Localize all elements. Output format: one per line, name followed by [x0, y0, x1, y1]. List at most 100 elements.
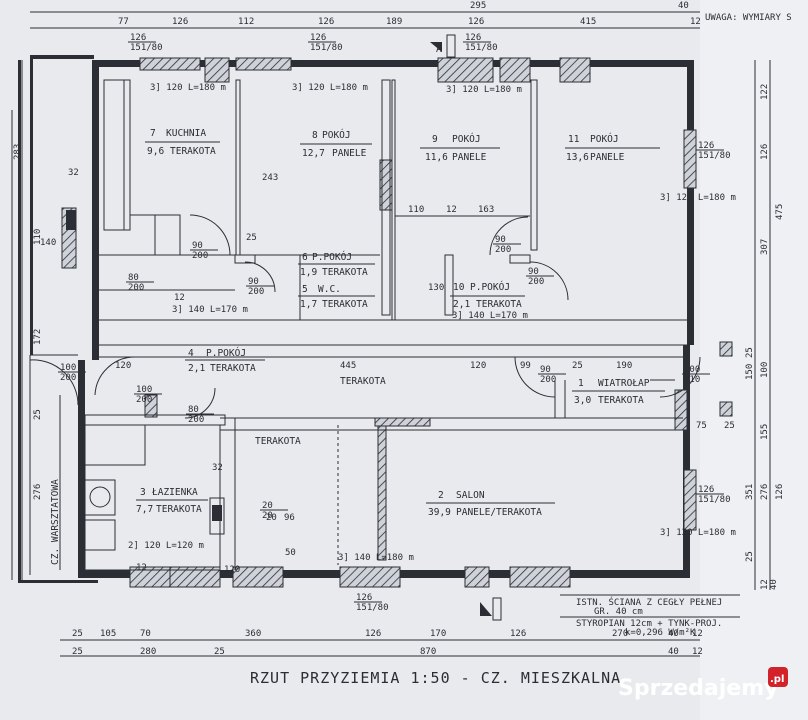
dim-top-1: 126: [172, 17, 188, 27]
room-11-finish: PANELE: [590, 152, 625, 163]
room-10-finish: TERAKOTA: [476, 299, 522, 310]
windows: [61, 57, 733, 588]
side-label-workshop: CZ. WARSZTATOWA: [50, 479, 61, 565]
door-label-10-1: 20: [262, 511, 273, 521]
door-swings: [29, 214, 701, 419]
door-label-0-0: 90: [192, 241, 203, 251]
dim-bottom1-7: 270: [612, 629, 628, 639]
door-label-9-0: 100: [684, 365, 700, 375]
dim-top-9: 12: [690, 17, 701, 27]
note-top-right: UWAGA: WYMIARY S: [705, 13, 792, 23]
window-label-4-1: 151/80: [698, 495, 731, 505]
door-label-6-0: 100: [136, 385, 152, 395]
door-label-5-1: 200: [60, 373, 76, 383]
door-label-6-1: 200: [136, 395, 152, 405]
window-label-5-0: 126: [356, 593, 372, 603]
dim-bottom2-0: 25: [72, 647, 83, 657]
dim-left-0: 283: [13, 144, 23, 160]
door-label-1-1: 200: [128, 283, 144, 293]
lintel-2: 3] 120 L=180 m: [446, 85, 522, 95]
room-1-finish: TERAKOTA: [598, 395, 644, 406]
lintel-3: 3] 140 L=170 m: [172, 305, 248, 315]
inner-dim-10: 190: [616, 361, 632, 371]
legend-thickness: GR. 40 cm: [594, 607, 643, 617]
inner-dim-11: 20: [266, 513, 277, 523]
dim-top-7: 415: [580, 17, 596, 27]
dim-bottom1-8: 40: [668, 629, 679, 639]
dim-bottom1-2: 70: [140, 629, 151, 639]
room-9-number: 9: [432, 134, 438, 145]
dim-right-13: 40: [769, 579, 779, 590]
room-10-area: 2,1: [453, 299, 470, 310]
svg-text:7: 7: [150, 128, 156, 139]
door-label-5-0: 100: [60, 363, 76, 373]
room-11-name: POKÓJ: [590, 133, 619, 145]
room-9-name: POKÓJ: [452, 133, 481, 145]
window-label-2-0: 126: [465, 33, 481, 43]
inner-dim-3: 243: [262, 173, 278, 183]
dim-right-6: 100: [760, 362, 770, 378]
door-label-4-1: 200: [528, 277, 544, 287]
room-10-number: 10: [453, 282, 465, 293]
dimension-lines: [11, 11, 771, 657]
room-5-name: W.C.: [318, 284, 341, 295]
dim-bottom2-4: 40: [668, 647, 679, 657]
inner-dim-12: 96: [284, 513, 295, 523]
brand-watermark: Sprzedajemy .pl: [618, 667, 788, 701]
dim-bottom2-2: 25: [214, 647, 225, 657]
room-2-number: 2: [438, 490, 444, 501]
dim-left-1: 110: [33, 229, 43, 245]
inner-dim-16: 75: [696, 421, 707, 431]
room-8-number: 8: [312, 130, 318, 141]
inner-dim-9: 25: [572, 361, 583, 371]
dim-right-1: 126: [760, 144, 770, 160]
dim-top-4: 189: [386, 17, 402, 27]
brand-name: Sprzedajemy: [618, 676, 779, 701]
door-label-3-0: 90: [495, 235, 506, 245]
lintel-6: 3] 120 L=180 m: [660, 528, 736, 538]
room-4-finish: TERAKOTA: [210, 363, 256, 374]
inner-dim-18: 12: [174, 293, 185, 303]
room-11-area: 13,6: [566, 152, 589, 163]
legend-wall: ISTN. ŚCIANA Z CEGŁY PEŁNEJ: [576, 596, 722, 608]
window-label-1-1: 151/80: [310, 43, 343, 53]
window-labels: 126151/80126151/80126151/80126151/801261…: [128, 33, 731, 613]
dim-top-8: 40: [678, 1, 689, 11]
inner-dim-6: 120: [115, 361, 131, 371]
room-7-finish: TERAKOTA: [170, 146, 216, 157]
door-label-4-0: 90: [528, 267, 539, 277]
inner-dim-7: 120: [470, 361, 486, 371]
floor-label-vestibule: TERAKOTA: [255, 436, 301, 447]
window-label-5-1: 151/80: [356, 603, 389, 613]
door-label-8-1: 200: [540, 375, 556, 385]
inner-dim-20: 12: [136, 563, 147, 573]
dim-right-0: 122: [760, 84, 770, 100]
door-label-10-0: 20: [262, 501, 273, 511]
room-4-number: 4: [188, 348, 194, 359]
room-8-name: POKÓJ: [322, 129, 351, 141]
dim-bottom2-3: 870: [420, 647, 436, 657]
lintel-1: 3] 120 L=180 m: [292, 83, 368, 93]
room-7-name: KUCHNIA: [166, 128, 206, 139]
door-label-2-1: 200: [248, 287, 264, 297]
room-7-number: 7: [150, 128, 156, 139]
section-marker-top: A: [430, 34, 456, 58]
window-label-3-0: 126: [698, 141, 714, 151]
section-marker-bottom: A: [480, 597, 502, 621]
window-label-0-0: 126: [130, 33, 146, 43]
door-labels: 9020080200902009020090200100200100200802…: [58, 235, 710, 521]
room-10-name: P.POKÓJ: [470, 281, 510, 293]
room-1-number: 1: [578, 378, 584, 389]
room-2-area: 39,9: [428, 507, 451, 518]
section-marker-top-label: A: [436, 44, 442, 55]
inner-dim-5: 445: [340, 361, 356, 371]
inner-dim-22: 140: [40, 238, 56, 248]
wall-legend: ISTN. ŚCIANA Z CEGŁY PEŁNEJ GR. 40 cm ST…: [560, 594, 740, 638]
inner-dim-21: 120: [224, 565, 240, 575]
door-label-2-0: 90: [248, 277, 259, 287]
legend-k-value: k=0,296 W/m²K: [625, 628, 696, 638]
